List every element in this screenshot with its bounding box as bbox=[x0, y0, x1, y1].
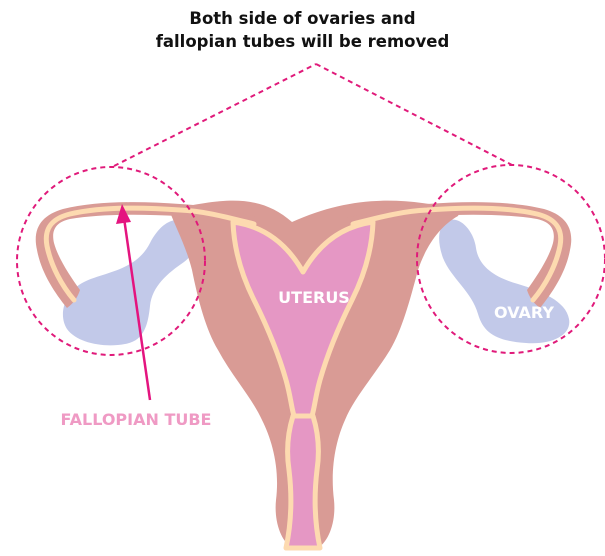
uterus-label: UTERUS bbox=[278, 288, 350, 307]
left-ovary bbox=[63, 220, 196, 345]
title-connector-right bbox=[316, 64, 514, 166]
ovary-label: OVARY bbox=[494, 303, 554, 322]
fallopian-tube-label: FALLOPIAN TUBE bbox=[61, 410, 212, 429]
cervical-canal bbox=[286, 416, 320, 548]
title-connector-left bbox=[114, 64, 316, 166]
